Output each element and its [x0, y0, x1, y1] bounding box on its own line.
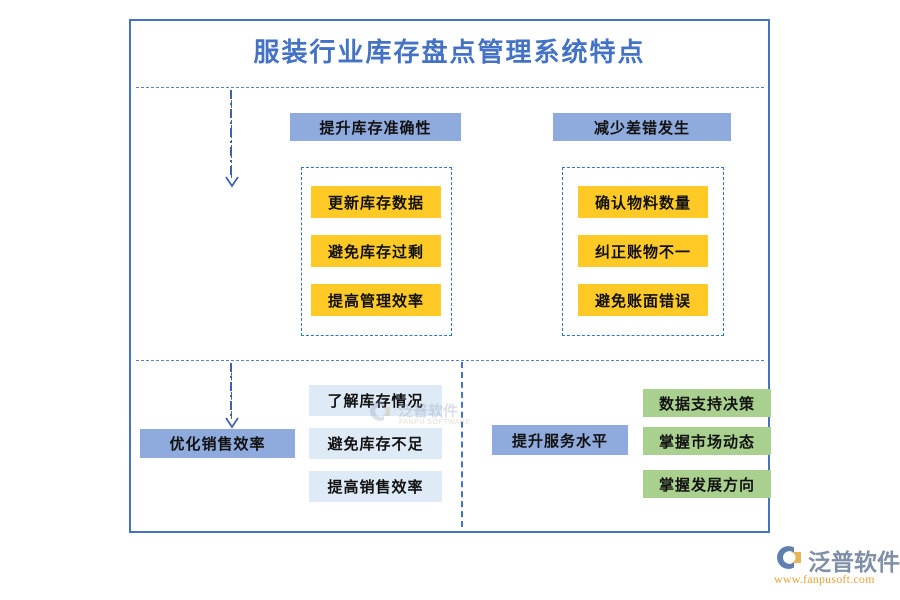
arrow-head-icon: [225, 417, 239, 429]
arrow-shaft: [230, 90, 232, 178]
group-box-top-right: [562, 167, 724, 336]
item-box-bottom-right-2[interactable]: 掌握市场动态: [643, 427, 771, 455]
arrow-head-icon: [225, 176, 239, 188]
item-box-top-left-1[interactable]: 更新库存数据: [311, 186, 441, 218]
header-box-bottom-left[interactable]: 优化销售效率: [140, 429, 295, 458]
header-box-bottom-right[interactable]: 提升服务水平: [492, 425, 628, 455]
header-box-top-left[interactable]: 提升库存准确性: [290, 113, 461, 141]
arrow-down-bottom: [225, 363, 239, 441]
item-box-bottom-left-1[interactable]: 了解库存情况: [309, 385, 442, 416]
divider-vertical-bottom: [461, 362, 463, 527]
group-box-top-left: [301, 167, 452, 336]
item-box-top-right-2[interactable]: 纠正账物不一: [578, 235, 708, 267]
item-box-top-right-3[interactable]: 避免账面错误: [578, 284, 708, 316]
item-box-bottom-left-2[interactable]: 避免库存不足: [309, 428, 442, 459]
item-box-top-left-3[interactable]: 提高管理效率: [311, 284, 441, 316]
arrow-down-top: [225, 90, 239, 200]
brand-logo: 泛普软件 www.fanpusoft.com: [772, 543, 900, 591]
header-box-top-right[interactable]: 减少差错发生: [553, 113, 731, 141]
page-title: 服装行业库存盘点管理系统特点: [253, 38, 646, 67]
arrow-shaft: [230, 363, 232, 419]
brand-logo-icon: [774, 544, 806, 576]
divider-bottom: [136, 360, 764, 361]
item-box-bottom-right-3[interactable]: 掌握发展方向: [643, 470, 771, 498]
brand-logo-url: www.fanpusoft.com: [774, 572, 875, 586]
item-box-bottom-left-3[interactable]: 提高销售效率: [309, 471, 442, 502]
brand-logo-name: 泛普软件: [808, 550, 900, 575]
divider-top: [136, 87, 764, 88]
item-box-top-left-2[interactable]: 避免库存过剩: [311, 235, 441, 267]
item-box-top-right-1[interactable]: 确认物料数量: [578, 186, 708, 218]
item-box-bottom-right-1[interactable]: 数据支持决策: [643, 389, 771, 417]
